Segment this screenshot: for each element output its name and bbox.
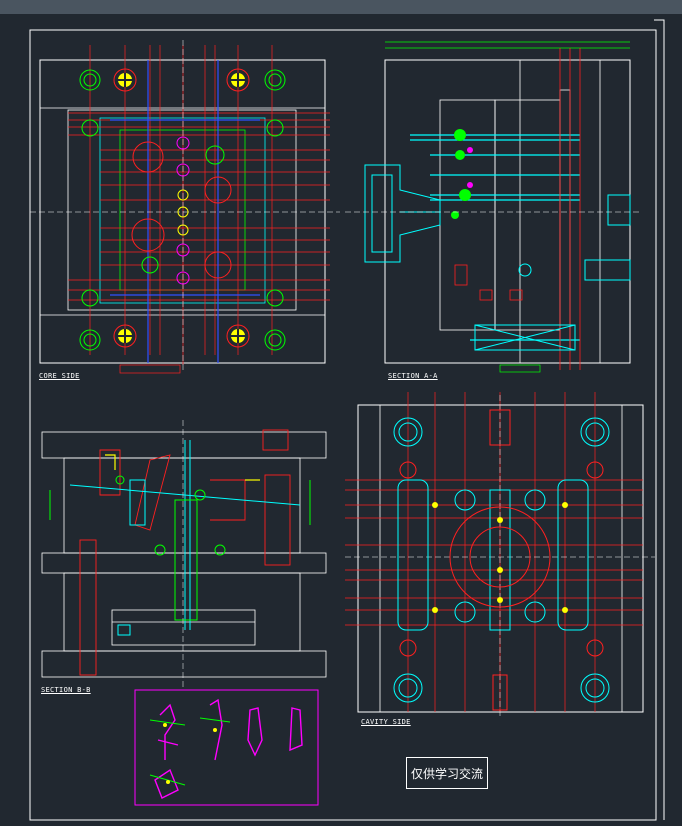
core-side-label: CORE SIDE (39, 372, 80, 380)
section-aa-view (345, 41, 640, 373)
slider-detail-box (134, 689, 319, 806)
study-only-stamp: 仅供学习交流 (406, 757, 488, 789)
viewport-corner (654, 19, 665, 30)
section-bb-view (41, 420, 327, 690)
mold-drawing-svg (29, 19, 665, 821)
cavity-side-view (345, 392, 655, 718)
core-plate-outline (39, 59, 326, 364)
sheet-border (29, 29, 657, 821)
section-bb-label: SECTION B-B (41, 686, 91, 694)
section-aa-label: SECTION A-A (388, 372, 438, 380)
core-side-view (30, 40, 340, 374)
cavity-side-label: CAVITY SIDE (361, 718, 411, 726)
cavity-plate-outline (357, 404, 644, 713)
window-title-bar (0, 0, 682, 14)
